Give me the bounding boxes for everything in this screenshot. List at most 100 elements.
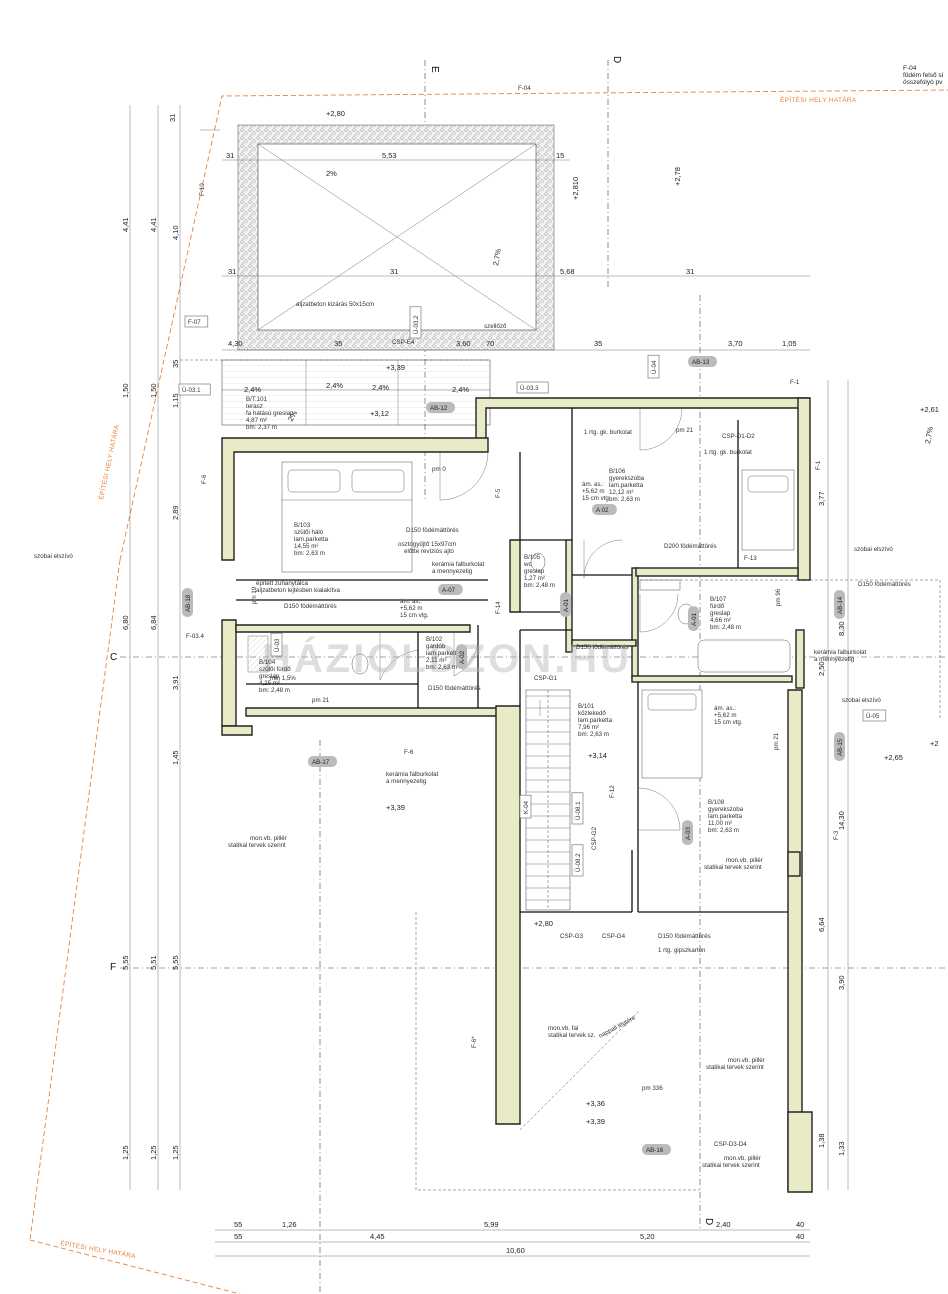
room-finish: lam.parketta xyxy=(609,482,644,489)
annotation-pm19: pm 19 xyxy=(251,586,258,604)
room-area: 11,00 m² xyxy=(708,820,732,827)
room-finish: fa hatású greslap xyxy=(246,410,294,417)
ref-box-label: Ü-08.1 xyxy=(575,801,582,820)
level-mark: +3,12 xyxy=(370,409,389,418)
room-height: bm: 2,63 m xyxy=(708,827,739,834)
terrace xyxy=(221,359,491,426)
svg-text:födém felső sí: födém felső sí xyxy=(903,72,944,79)
dim-right: 3,90 xyxy=(837,975,846,990)
wall-ref: F-04 xyxy=(518,85,531,92)
grid-axes: E D C F D xyxy=(110,56,948,1294)
room-id: B/102 xyxy=(426,636,443,643)
gravel-roof xyxy=(237,124,555,351)
annotation-pill1b: statikai tervek szerint xyxy=(228,842,286,849)
dim-left: 31 xyxy=(168,114,177,122)
room-finish: greslap xyxy=(710,610,731,617)
tag-label: AB-14 xyxy=(837,596,844,614)
dim-left: 1,25 xyxy=(121,1145,130,1160)
ref-box xyxy=(571,844,584,877)
tag-label: A-02 xyxy=(459,650,466,664)
room-height: bm: 2,48 m xyxy=(524,582,555,589)
annotation-am1c: 15 cm vtg. xyxy=(582,495,611,502)
wall-ref: F-6 xyxy=(201,474,208,484)
slope-mark: 2,7% xyxy=(491,248,503,267)
dim-top: 31 xyxy=(390,267,398,276)
level-mark: +2,61 xyxy=(920,405,939,414)
dim-left: 1,15 xyxy=(171,393,180,408)
level-mark: +2,78 xyxy=(673,167,682,186)
annotation-cspe4: CSP-E4 xyxy=(392,339,415,346)
level-mark: +2,80 xyxy=(534,919,553,928)
annotation-pill2a: mon.vb. pillér xyxy=(726,857,763,864)
dim-left: 2,89 xyxy=(171,505,180,520)
level-mark: +2,65 xyxy=(884,753,903,762)
dim-left: 35 xyxy=(171,360,180,368)
tag-label: A-07 xyxy=(442,587,456,594)
room-name: wc xyxy=(523,561,532,568)
tag-label: AB-18 xyxy=(185,594,192,612)
annotation-am3a: ám. as.: xyxy=(714,705,736,712)
ref-box xyxy=(409,306,422,339)
tag-pill xyxy=(308,756,337,767)
annotation-am3b: +5,62 m xyxy=(714,712,737,719)
dim-top: 5,68 xyxy=(560,267,575,276)
dim-top: 31 xyxy=(686,267,694,276)
tag-pill xyxy=(438,584,463,595)
slope-mark: 2,4% xyxy=(326,381,343,390)
dim-left: 6,80 xyxy=(121,615,130,630)
room-height: bm: 2,63 m xyxy=(578,731,609,738)
single-bed-108 xyxy=(641,689,703,779)
room-id: B/104 xyxy=(259,659,276,666)
tag-pill xyxy=(682,820,693,845)
dim-left: 1,50 xyxy=(149,383,158,398)
double-bed xyxy=(281,461,413,573)
dim-right: 2,50 xyxy=(817,661,826,676)
annotation-am2b: +5,62 m xyxy=(400,605,423,612)
dim-top: 35 xyxy=(334,339,342,348)
wall-ref: F-14 xyxy=(495,601,502,614)
dim-bottom-1: 55 xyxy=(234,1220,242,1229)
room-area: 4,25 m² xyxy=(259,680,280,687)
annotation-fal2: statikai tervek sz. xyxy=(548,1032,596,1039)
staircase xyxy=(525,689,571,911)
annotation-d150_4: D150 födémáttörés xyxy=(428,685,481,692)
dim-right: 8,30 xyxy=(837,621,846,636)
boundary-label-left: ÉPÍTÉSI HELY HATÁRA xyxy=(96,423,121,500)
tag-pill xyxy=(456,644,467,669)
tag-pill xyxy=(834,732,845,761)
dim-right: 1,38 xyxy=(817,1133,826,1148)
room-name: gardób xyxy=(426,643,446,650)
room-area: 1,27 m² xyxy=(524,575,545,582)
ref-box-label: Ü-08.2 xyxy=(575,853,582,872)
room-area: 4,87 m² xyxy=(246,417,267,424)
room-id: B/101 xyxy=(578,703,595,710)
annotation-cspg4: CSP-G4 xyxy=(602,933,626,940)
dim-left: 5,55 xyxy=(121,955,130,970)
annotation-keramia2a: kerámia falburkolat xyxy=(814,649,867,656)
room-name: terasz xyxy=(246,403,263,410)
tag-label: AB-17 xyxy=(312,759,330,766)
level-mark: +3,39 xyxy=(386,363,405,372)
ref-box-label: Ü-03.1 xyxy=(182,387,201,394)
annotation-am1a: ám. as.: xyxy=(582,481,604,488)
tag-label: A-03 xyxy=(685,826,692,840)
dim-right: 6,64 xyxy=(817,917,826,932)
room-area: 4,66 m² xyxy=(710,617,731,624)
dim-bottom-1: 1,26 xyxy=(282,1220,297,1229)
annotation-pill1a: mon.vb. pillér xyxy=(250,835,287,842)
annotation-am3c: 15 cm vtg. xyxy=(714,719,743,726)
room-name: szülői háló xyxy=(294,529,324,536)
dim-left: 1,25 xyxy=(171,1145,180,1160)
wall-ref: F-03.4 xyxy=(186,633,204,640)
ref-box xyxy=(516,381,549,394)
slope-mark: 2,7% xyxy=(923,426,935,445)
annotation-pm21a: pm 21 xyxy=(676,427,694,434)
annotation-gk1: 1 rtg. gk. burkolat xyxy=(584,429,632,436)
annotation-keramia1a: kerámia falburkolat xyxy=(432,561,485,568)
room-finish: lam.parketta xyxy=(578,717,613,724)
annotation-am1b: +5,62 m xyxy=(582,488,605,495)
wall-ref: F-13 xyxy=(744,555,757,562)
level-mark: +3,39 xyxy=(386,803,405,812)
axis-D-bottom: D xyxy=(703,1218,714,1225)
